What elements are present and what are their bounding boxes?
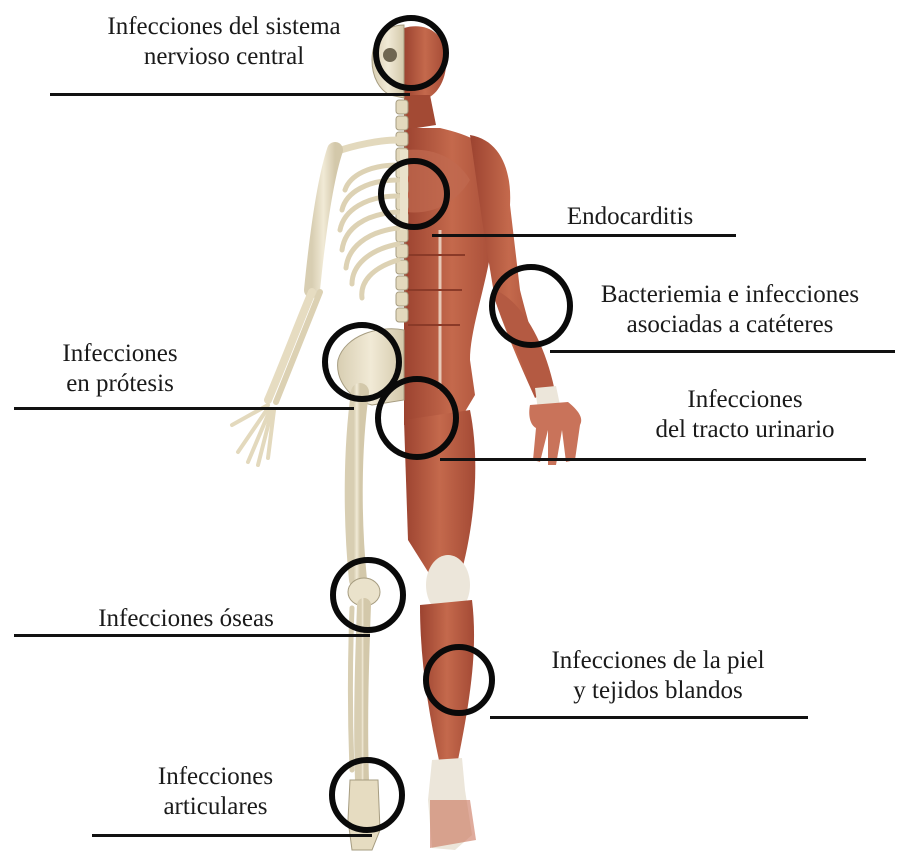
label-urinary: Infecciones del tracto urinario [610,385,880,445]
leader-joint [92,834,372,837]
label-joint-line1: Infecciones [128,762,303,792]
label-endocarditis-line1: Endocarditis [530,202,730,232]
leader-prosthesis [14,407,354,410]
label-urinary-line1: Infecciones [610,385,880,415]
leader-urinary [440,458,866,461]
leader-skin [490,716,808,719]
humerus [312,150,335,290]
label-endocarditis: Endocarditis [530,202,730,232]
leader-bone [14,634,370,637]
hand-bones [232,405,274,465]
leader-endocarditis [432,234,736,237]
label-joint: Infecciones articulares [128,762,303,822]
label-prosthesis-line1: Infecciones [30,339,210,369]
label-bacteremia-line1: Bacteriemia e infecciones [565,280,895,310]
label-urinary-line2: del tracto urinario [610,415,880,445]
label-prosthesis-line2: en prótesis [30,369,210,399]
label-cns: Infecciones del sistema nervioso central [58,12,390,72]
leader-cns [50,93,410,96]
muscle-half [404,26,581,850]
label-prosthesis: Infecciones en prótesis [30,339,210,399]
label-bacteremia-line2: asociadas a catéteres [565,310,895,340]
label-skin-line1: Infecciones de la piel [508,646,808,676]
leader-bacteremia [550,350,895,353]
femur [354,392,360,580]
label-bacteremia: Bacteriemia e infecciones asociadas a ca… [565,280,895,340]
label-bone-line1: Infecciones óseas [70,604,302,634]
label-joint-line2: articulares [128,792,303,822]
label-cns-line1: Infecciones del sistema [58,12,390,42]
label-skin: Infecciones de la piel y tejidos blandos [508,646,808,706]
label-skin-line2: y tejidos blandos [508,676,808,706]
thigh-muscle [404,410,475,575]
rib-cage [340,165,398,298]
hand-muscle [529,402,581,465]
label-cns-line2: nervioso central [58,42,390,72]
label-bone: Infecciones óseas [70,604,302,634]
